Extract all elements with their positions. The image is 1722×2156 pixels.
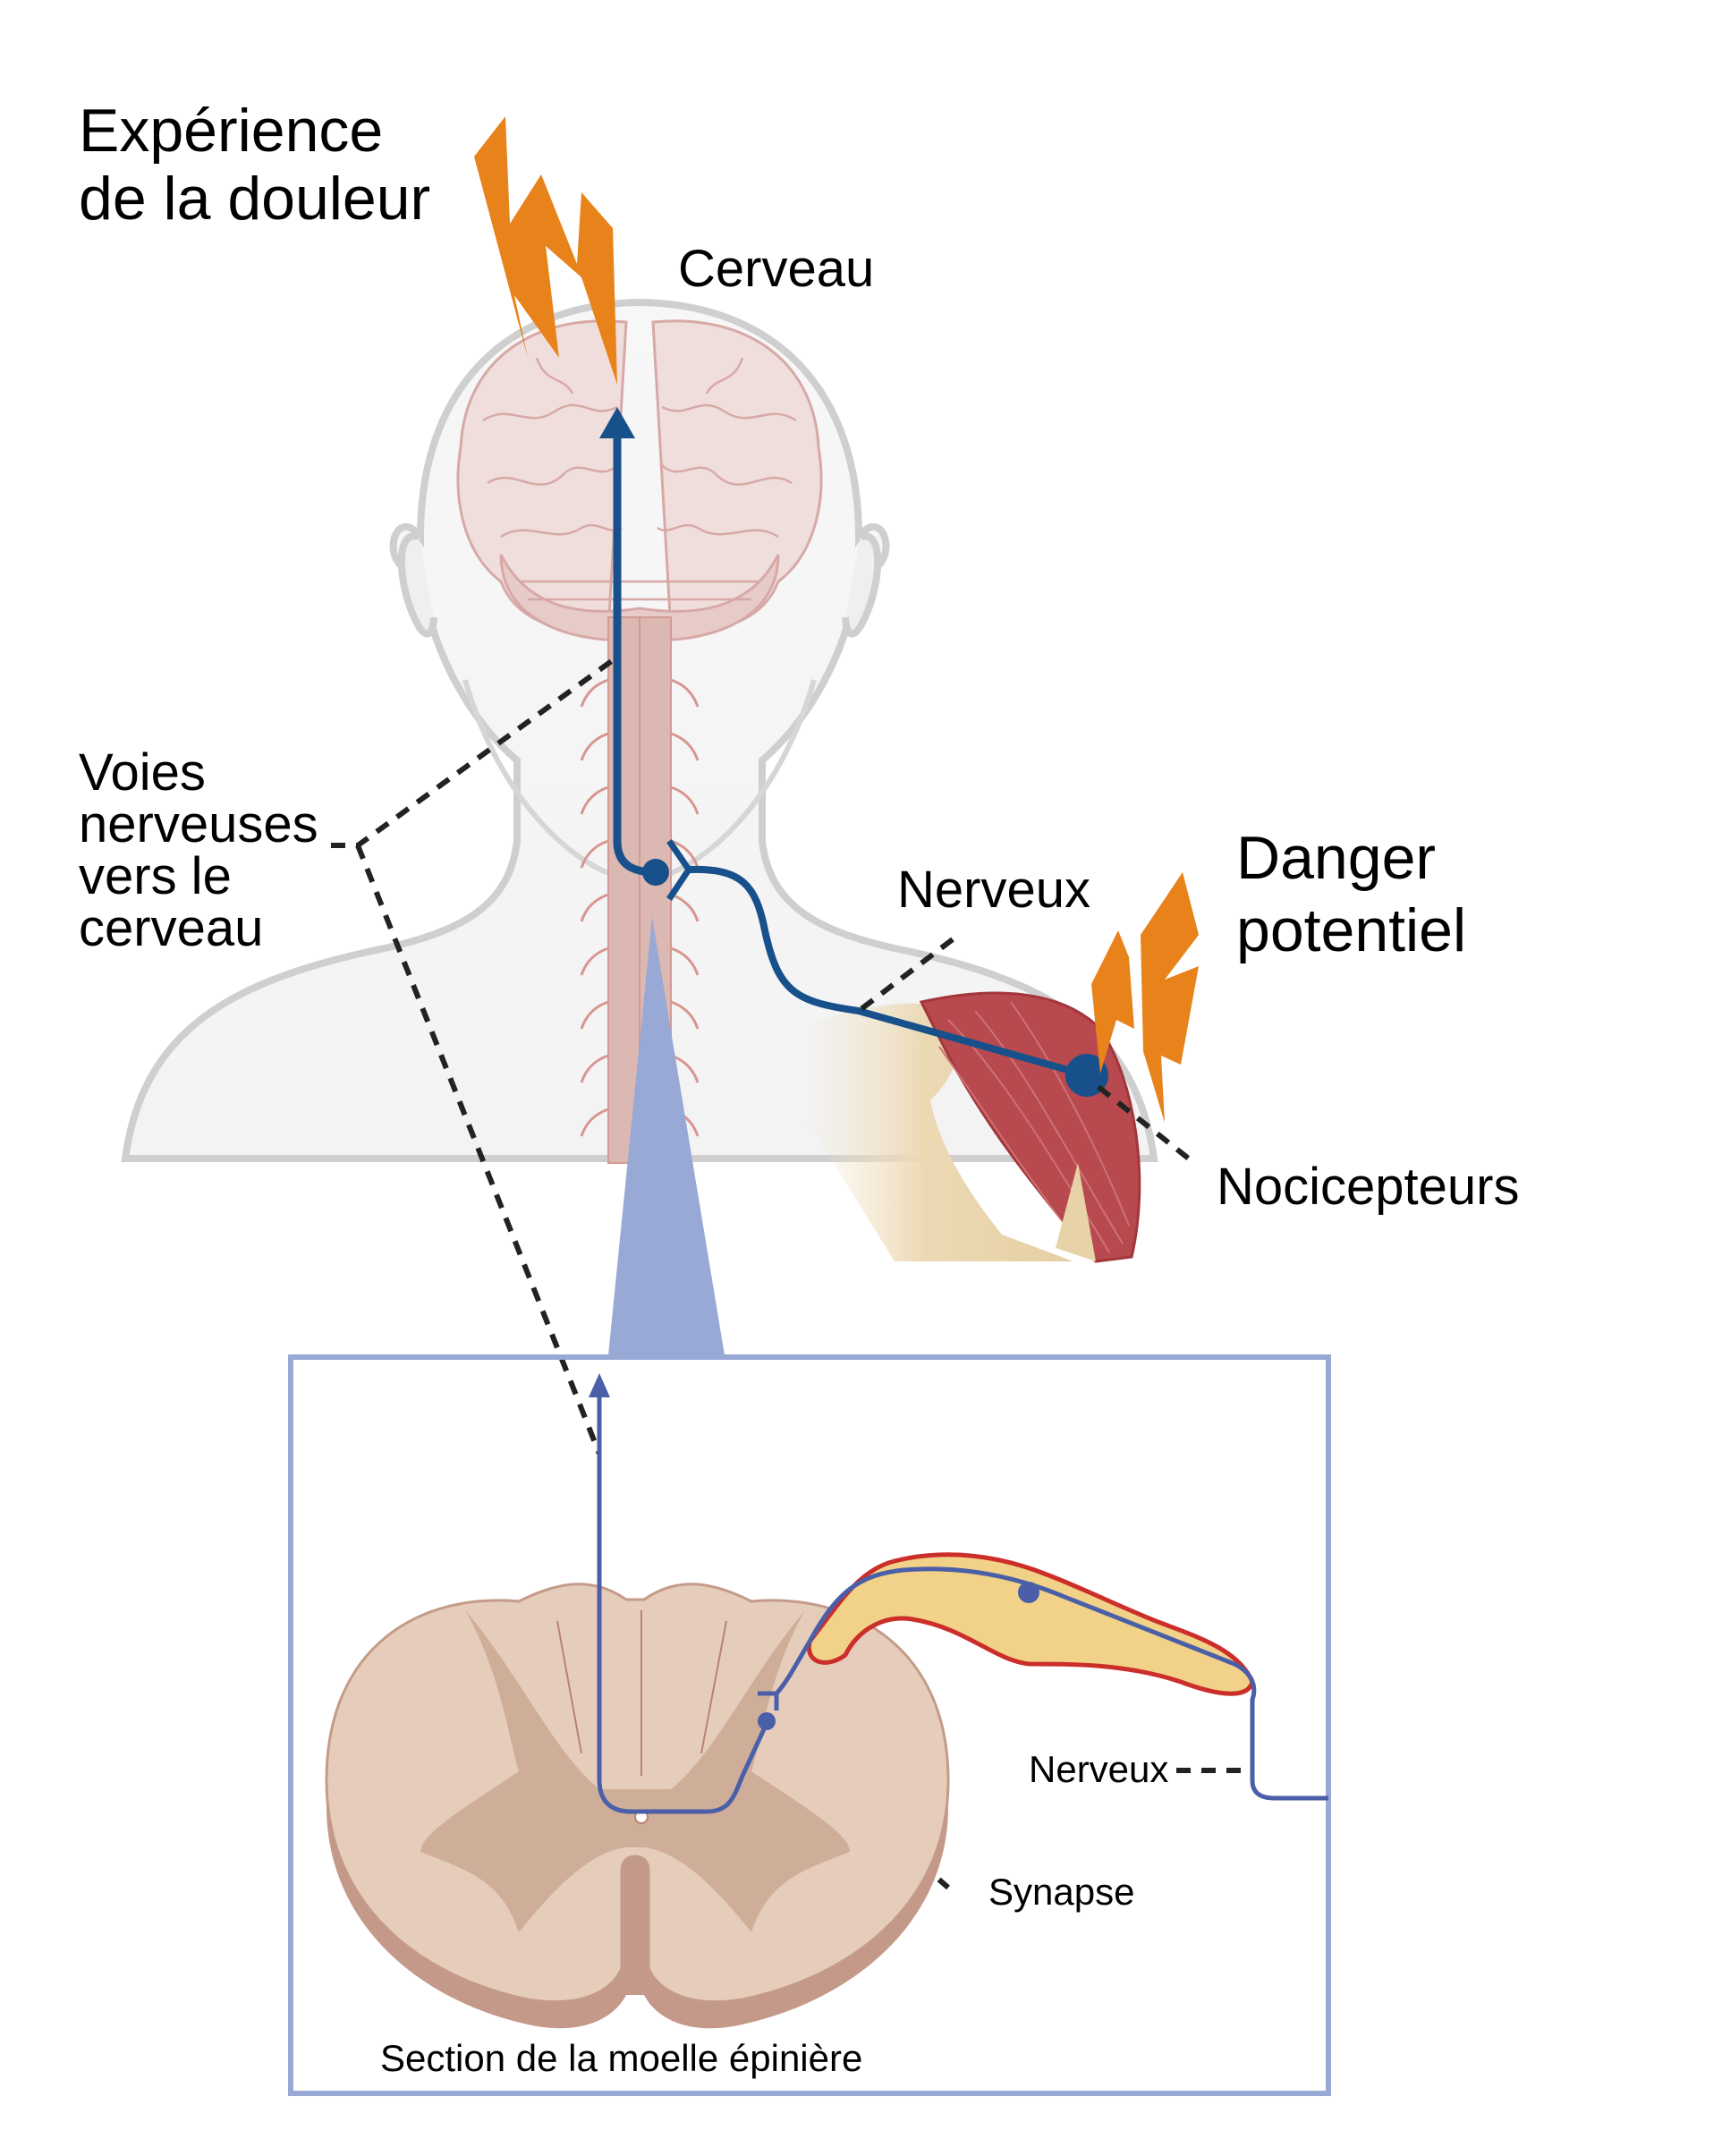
- synapse-dot-neck: [642, 859, 669, 886]
- synapse-dot-inset: [758, 1712, 776, 1730]
- right-ear: [842, 532, 882, 638]
- label-synapse: Synapse: [988, 1871, 1135, 1913]
- leader-pathways-bottom: [355, 844, 602, 1456]
- label-pathways-line4: cerveau: [79, 899, 264, 957]
- label-danger-line2: potentiel: [1236, 896, 1467, 964]
- nociceptor-dot: [1065, 1054, 1108, 1097]
- arrowhead-brain: [599, 407, 635, 438]
- label-danger-line1: Danger: [1236, 824, 1437, 892]
- peripheral-nerve: [688, 865, 1089, 1079]
- inset-frame: [288, 1354, 1331, 2096]
- label-section-caption: Section de la moelle épinière: [380, 2037, 863, 2079]
- pain-pathway: [599, 407, 1108, 1097]
- label-pain-experience-line2: de la douleur: [79, 165, 431, 233]
- leader-nociceptors: [1097, 1084, 1196, 1166]
- label-pain-experience-line1: Expérience: [79, 97, 384, 165]
- zoom-wedge: [608, 917, 725, 1355]
- arrowhead-inset: [589, 1373, 610, 1397]
- label-pathways-line1: Voies: [79, 743, 206, 802]
- dorsal-root-ganglion: [806, 1552, 1255, 1696]
- brain: [456, 319, 823, 642]
- pain-bolt-icon: [474, 116, 617, 385]
- cerebellum: [499, 554, 780, 642]
- spinal-cross-section: [325, 1583, 950, 2029]
- leader-nerve-top: [857, 937, 954, 1014]
- label-nociceptors: Nocicepteurs: [1217, 1158, 1520, 1216]
- ganglion-cell-body: [1018, 1582, 1039, 1603]
- label-pathways-line3: vers le: [79, 847, 232, 905]
- label-nerve-top: Nerveux: [897, 861, 1090, 919]
- label-brain: Cerveau: [678, 240, 875, 298]
- leader-lines: [331, 658, 1252, 1890]
- left-ear: [397, 532, 437, 638]
- label-pathways-line2: nerveuses: [79, 795, 318, 853]
- label-nerve-inset: Nerveux: [1029, 1748, 1169, 1790]
- danger-bolt-icon: [1141, 872, 1199, 1123]
- danger-bolt-icon-small: [1091, 930, 1134, 1074]
- inset-pathway: [589, 1373, 1328, 1814]
